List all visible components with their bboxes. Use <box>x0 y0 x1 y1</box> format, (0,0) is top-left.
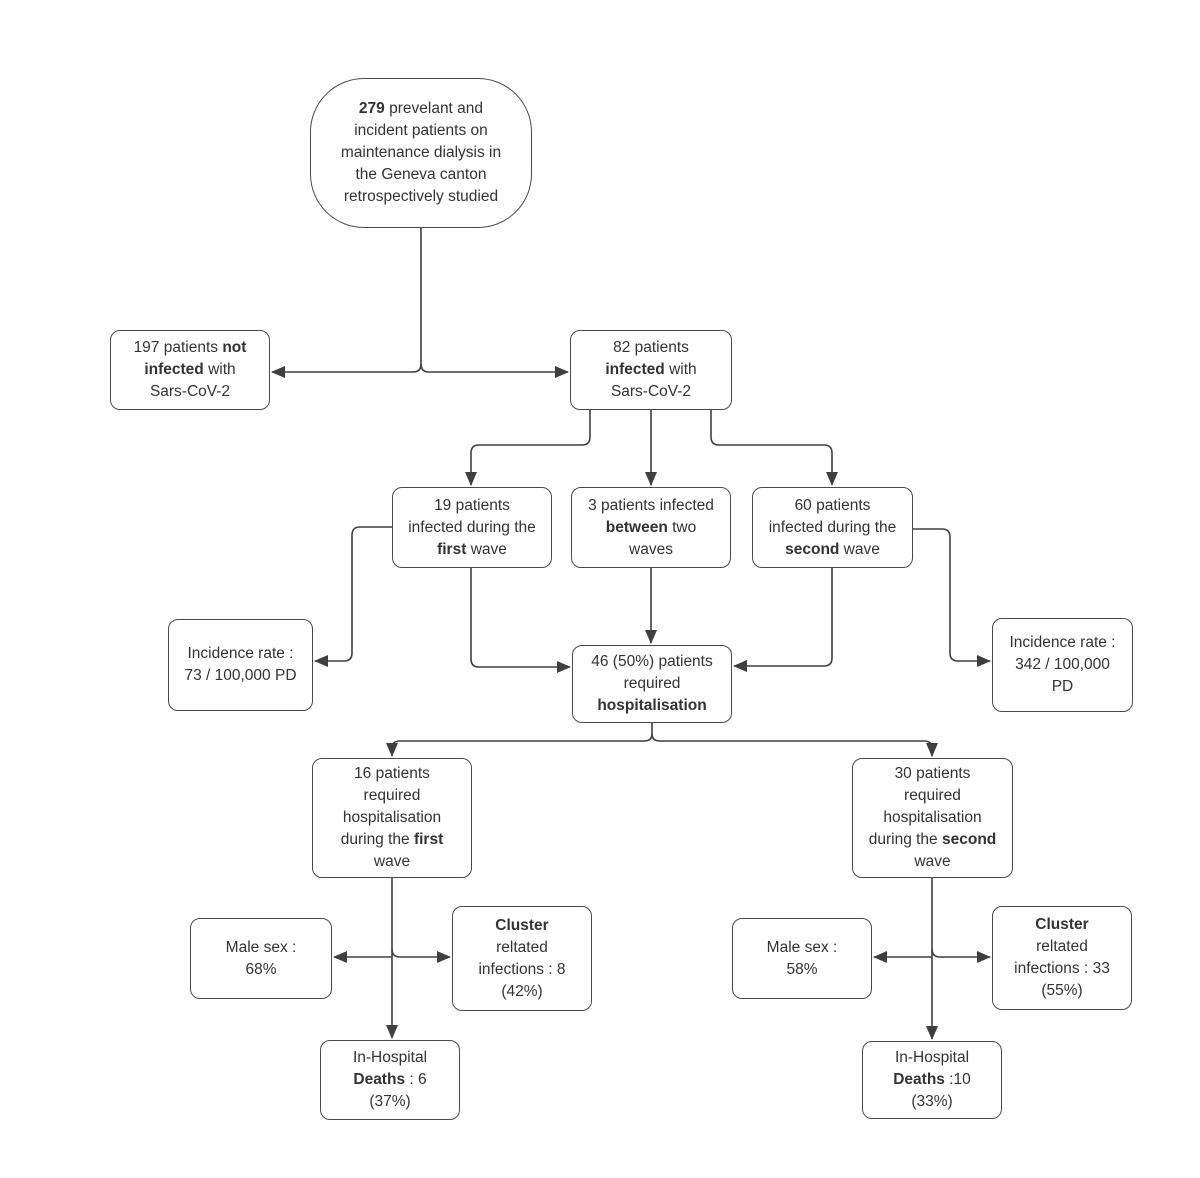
node-cluster-second: Cluster reltated infections : 33 (55%) <box>992 906 1132 1010</box>
connector-root-to-infected <box>420 363 569 378</box>
node-second-wave: 60 patients infected during the second w… <box>752 487 913 568</box>
node-incidence-second: Incidence rate : 342 / 100,000 PD <box>992 618 1133 712</box>
connector-first-to-cluster <box>391 948 451 963</box>
node-root: 279 prevelant and incident patients on m… <box>310 78 532 228</box>
connector-infected-to-second-wave <box>710 410 838 486</box>
node-cluster-first: Cluster reltated infections : 8 (42%) <box>452 906 592 1011</box>
node-hosp-first-wave: 16 patients required hospitalisation dur… <box>312 758 472 878</box>
node-deaths-first: In-Hospital Deaths : 6 (37%) <box>320 1040 460 1120</box>
node-incidence-first: Incidence rate : 73 / 100,000 PD <box>168 619 313 711</box>
connector-second-to-cluster <box>931 948 991 963</box>
node-infected: 82 patients infected with Sars-CoV-2 <box>570 330 732 410</box>
node-male-sex-second: Male sex : 58% <box>732 918 872 999</box>
connector-infected-to-first-wave <box>465 410 591 486</box>
connector-root-to-not-infected <box>271 363 422 378</box>
node-hosp-second-wave: 30 patients required hospitalisation dur… <box>852 758 1013 878</box>
node-between-waves: 3 patients infected between two waves <box>571 487 731 568</box>
connector-second-wave-to-hospitalised <box>733 568 833 672</box>
connector-first-wave-to-incidence <box>314 526 392 667</box>
node-male-sex-first: Male sex : 68% <box>190 918 332 999</box>
node-not-infected: 197 patients not infected with Sars-CoV-… <box>110 330 270 410</box>
node-first-wave: 19 patients infected during the first wa… <box>392 487 552 568</box>
connector-first-wave-to-hospitalised <box>470 568 571 673</box>
node-deaths-second: In-Hospital Deaths :10 (33%) <box>862 1041 1002 1119</box>
connector-hospitalised-to-first <box>386 733 653 757</box>
connector-second-wave-to-incidence <box>913 528 991 667</box>
connector-hospitalised-to-second <box>651 733 938 757</box>
node-hospitalised: 46 (50%) patients required hospitalisati… <box>572 645 732 723</box>
